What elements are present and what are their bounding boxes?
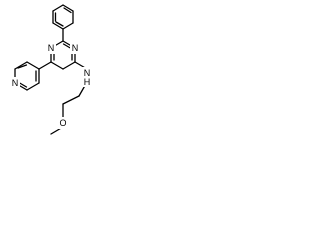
bond [52, 22, 64, 30]
bond [14, 61, 28, 70]
bond [26, 61, 40, 70]
atom-label-h: H [84, 77, 91, 87]
atom-label-n: N [12, 78, 19, 88]
bond [50, 61, 64, 70]
phenyl-ring [52, 4, 74, 30]
bond [38, 61, 52, 70]
atom-label-n: N [72, 43, 79, 53]
bond [62, 22, 74, 30]
atom-label-n: N [48, 43, 55, 53]
bond [26, 82, 40, 91]
molecule-structure: N N N N H O [10, 4, 92, 135]
bond [52, 4, 64, 12]
bond [63, 7, 72, 14]
bond [62, 95, 80, 105]
pyridine-ring [14, 61, 40, 91]
bond [62, 61, 76, 70]
atom-label-n: N [84, 68, 91, 78]
bond [55, 21, 64, 27]
bond [17, 64, 28, 69]
bond [62, 4, 74, 12]
atom-label-o: O [59, 118, 66, 128]
